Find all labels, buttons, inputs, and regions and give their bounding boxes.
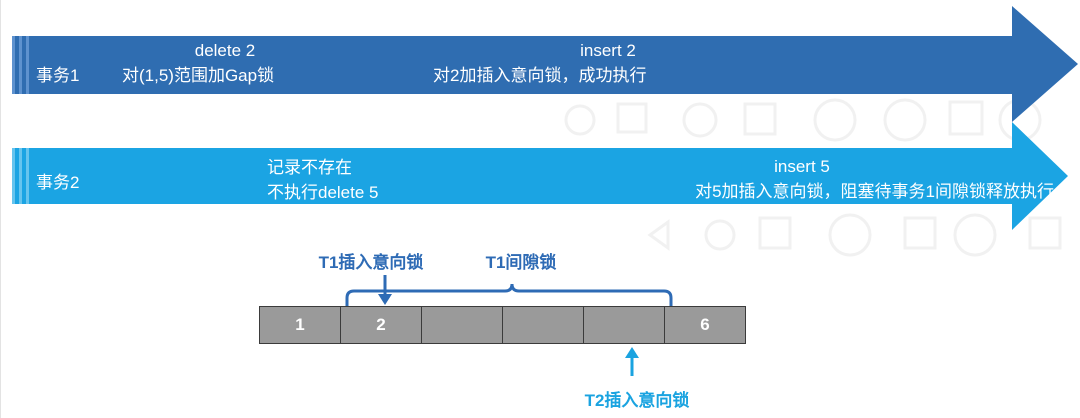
index-cell: 1 [259, 306, 341, 344]
index-cell [502, 306, 584, 344]
txn2-arrow-shape [12, 122, 1068, 230]
index-cell [583, 306, 665, 344]
txn2-stripe [26, 148, 29, 204]
txn2-label: 事务2 [36, 173, 80, 192]
left-edge-line [0, 0, 1, 418]
txn2-op2-line2: 对5加插入意向锁，阻塞待事务1间隙锁释放执行 [695, 182, 1054, 201]
t1-intention-lock-label: T1插入意向锁 [318, 253, 424, 272]
txn2-stripe [12, 148, 15, 204]
txn1-stripe [12, 36, 15, 94]
txn2-op2-line1: insert 5 [774, 157, 830, 176]
t2-intention-lock-label: T2插入意向锁 [584, 391, 690, 410]
index-cell [421, 306, 503, 344]
txn1-arrow-shape [12, 6, 1078, 122]
txn1-op1-line1: delete 2 [194, 41, 256, 60]
txn1-stripe [26, 36, 29, 94]
txn1-op1-line2: 对(1,5)范围加Gap锁 [122, 66, 275, 85]
txn1-arrow [0, 6, 1080, 124]
txn1-label: 事务1 [36, 66, 80, 85]
txn1-stripe [19, 36, 22, 94]
txn2-op1-line2: 不执行delete 5 [267, 183, 379, 202]
index-cell: 6 [664, 306, 746, 344]
txn2-arrow [0, 120, 1080, 232]
txn1-op2-line2: 对2加插入意向锁，成功执行 [433, 66, 647, 85]
txn1-op2-line1: insert 2 [580, 41, 636, 60]
txn2-stripe [19, 148, 22, 204]
index-cell: 2 [340, 306, 422, 344]
txn2-op1-line1: 记录不存在 [267, 158, 352, 177]
t1-gap-lock-label: T1间隙锁 [485, 253, 557, 272]
index-record-row: 1 2 6 [259, 306, 746, 344]
